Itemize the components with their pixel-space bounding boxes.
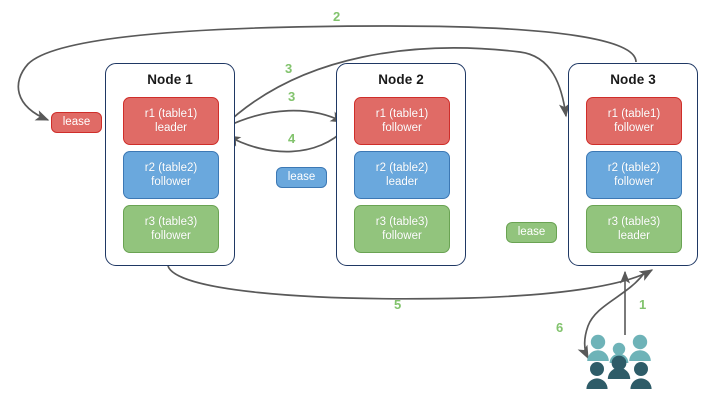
replica-role: leader — [618, 230, 650, 242]
step-label-2: 2 — [333, 9, 341, 24]
replica-n2-r1[interactable]: r1 (table1) follower — [354, 97, 450, 145]
replica-n2-r2[interactable]: r2 (table2) leader — [354, 151, 450, 199]
replica-name: r1 (table1) — [375, 108, 429, 120]
replica-role: follower — [614, 122, 654, 134]
node-card-node-3[interactable]: Node 3 r1 (table1) follower r2 (table2) … — [568, 63, 698, 266]
replica-role: follower — [151, 176, 191, 188]
arrow-step-3b — [223, 109, 345, 129]
replica-role: leader — [386, 176, 418, 188]
step-label-5: 5 — [394, 297, 402, 312]
step-label-1: 1 — [639, 297, 647, 312]
node-card-node-2[interactable]: Node 2 r1 (table1) follower r2 (table2) … — [336, 63, 466, 266]
step-label-6: 6 — [556, 320, 564, 335]
lease-label: lease — [62, 116, 91, 128]
replica-name: r1 (table1) — [607, 108, 661, 120]
step-label-3a: 3 — [285, 61, 293, 76]
replica-n3-r1[interactable]: r1 (table1) follower — [586, 97, 682, 145]
node-title: Node 1 — [147, 72, 193, 87]
arrow-step-5 — [167, 265, 654, 300]
replica-n1-r2[interactable]: r2 (table2) follower — [123, 151, 219, 199]
lease-chip-table3[interactable]: lease — [506, 222, 557, 243]
step-label-4: 4 — [288, 131, 296, 146]
replica-n1-r1[interactable]: r1 (table1) leader — [123, 97, 219, 145]
replica-n2-r3[interactable]: r3 (table3) follower — [354, 205, 450, 253]
node-title: Node 2 — [378, 72, 424, 87]
replica-name: r1 (table1) — [144, 108, 198, 120]
replica-role: follower — [382, 230, 422, 242]
replica-role: leader — [155, 122, 187, 134]
replica-name: r3 (table3) — [144, 216, 198, 228]
replica-name: r2 (table2) — [375, 162, 429, 174]
replica-role: follower — [151, 230, 191, 242]
lease-label: lease — [287, 171, 316, 183]
replica-name: r3 (table3) — [375, 216, 429, 228]
replica-name: r2 (table2) — [607, 162, 661, 174]
replica-n1-r3[interactable]: r3 (table3) follower — [123, 205, 219, 253]
lease-chip-table2[interactable]: lease — [276, 167, 327, 188]
lease-chip-table1[interactable]: lease — [51, 112, 102, 133]
replica-n3-r2[interactable]: r2 (table2) follower — [586, 151, 682, 199]
node-title: Node 3 — [610, 72, 656, 87]
users-group-icon — [586, 334, 652, 389]
replica-role: follower — [382, 122, 422, 134]
replica-name: r3 (table3) — [607, 216, 661, 228]
replica-name: r2 (table2) — [144, 162, 198, 174]
node-card-node-1[interactable]: Node 1 r1 (table1) leader r2 (table2) fo… — [105, 63, 235, 266]
lease-label: lease — [517, 226, 546, 238]
replica-n3-r3[interactable]: r3 (table3) leader — [586, 205, 682, 253]
arrow-step-4 — [226, 127, 347, 153]
replica-role: follower — [614, 176, 654, 188]
step-label-3b: 3 — [288, 89, 296, 104]
